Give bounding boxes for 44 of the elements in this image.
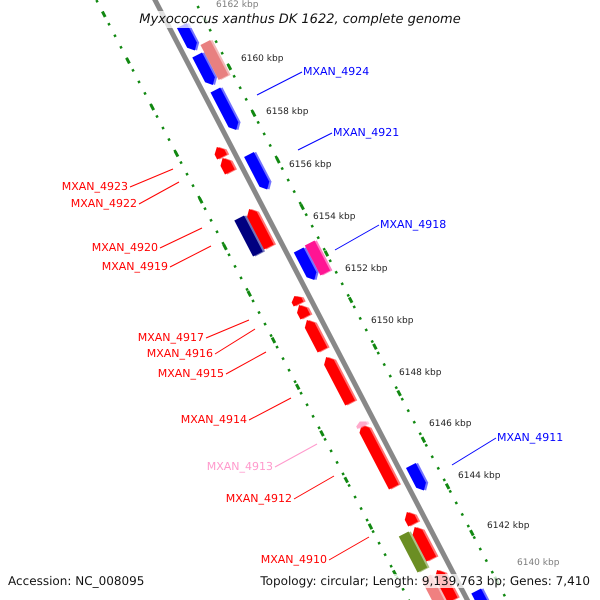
leader-line bbox=[256, 72, 302, 96]
info-text: Accession: NC_008095 bbox=[6, 574, 146, 588]
scale-label: 6140 kbp bbox=[517, 558, 560, 569]
gene-label: MXAN_4919 bbox=[102, 260, 168, 273]
gene-label: MXAN_4910 bbox=[260, 553, 327, 566]
leader-line bbox=[334, 224, 380, 250]
leader-line bbox=[328, 536, 370, 560]
gene-label: MXAN_4911 bbox=[497, 431, 564, 444]
leader-line bbox=[214, 328, 256, 354]
leader-line bbox=[274, 444, 318, 468]
leader-line bbox=[170, 246, 212, 268]
scale-label: 6162 kbp bbox=[216, 0, 258, 11]
scale-label: 6146 kbp bbox=[429, 419, 472, 430]
scale-label: 6160 kbp bbox=[241, 54, 284, 65]
leader-line bbox=[138, 182, 180, 204]
gene-label: MXAN_4924 bbox=[303, 65, 370, 78]
leader-line bbox=[160, 228, 202, 248]
leader-line bbox=[452, 438, 496, 466]
scale-label: 6148 kbp bbox=[399, 368, 442, 379]
gene-label: MXAN_4918 bbox=[380, 218, 446, 231]
gene-label: MXAN_4921 bbox=[333, 126, 400, 139]
gene-label: MXAN_4912 bbox=[226, 492, 292, 505]
gene-label: MXAN_4915 bbox=[158, 367, 224, 380]
gene-label: MXAN_4916 bbox=[146, 347, 213, 360]
leader-line bbox=[294, 476, 334, 500]
info-text: Topology: circular; Length: 9,139,763 bp; Genes: 7,410 bbox=[258, 574, 592, 588]
leader-line bbox=[206, 320, 250, 338]
scale-label: 6142 kbp bbox=[487, 521, 530, 532]
gene-label: MXAN_4913 bbox=[206, 460, 273, 473]
gene-label: MXAN_4922 bbox=[70, 197, 137, 210]
scale-label: 6156 kbp bbox=[289, 160, 332, 171]
leader-line bbox=[130, 168, 174, 188]
leader-line bbox=[298, 132, 332, 150]
leader-line bbox=[248, 398, 292, 420]
leader-line bbox=[226, 352, 266, 374]
scale-label: 6154 kbp bbox=[313, 212, 356, 223]
gene-label: MXAN_4923 bbox=[62, 180, 128, 193]
gene-label: MXAN_4914 bbox=[180, 413, 247, 426]
scale-label: 6150 kbp bbox=[371, 316, 414, 327]
gene-label: MXAN_4917 bbox=[138, 331, 204, 344]
scale-label: 6144 kbp bbox=[458, 471, 500, 482]
gene-label: MXAN_4920 bbox=[92, 241, 158, 254]
scale-label: 6158 kbp bbox=[266, 107, 308, 118]
scale-label: 6152 kbp bbox=[345, 264, 388, 275]
